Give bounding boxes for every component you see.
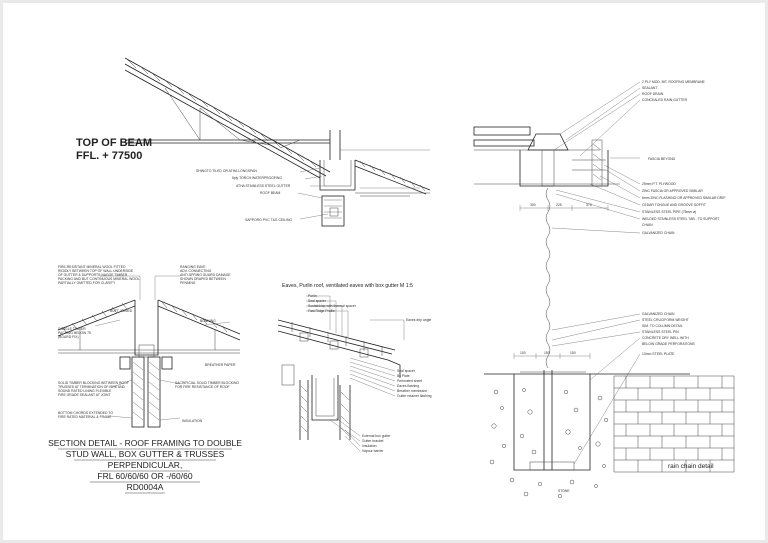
section-title-code: RD0004A — [127, 482, 164, 492]
eaves-label: Gutter bracket — [362, 439, 384, 443]
top-of-beam-line2: FFL. + 77500 — [76, 150, 142, 162]
section-note: FIRE-RESISTANT MINERAL WOOL FITTED — [58, 265, 126, 269]
section-note: SOUND RATED LINING FLEXIBLE — [58, 389, 112, 393]
rain-chain-label: BELOW GRADE PERFORATIONS — [642, 342, 695, 346]
section-note: PARTIALLY OMITTED FOR CLARITY — [58, 281, 116, 285]
rain-chain-labels: 2 PLY MOD. BIT. ROOFING MEMBRANE SEALANT… — [520, 80, 726, 493]
eaves-label: Gutter retainer flashing — [397, 394, 432, 398]
rain-chain-label: 2 PLY MOD. BIT. ROOFING MEMBRANE — [642, 80, 706, 84]
section-note: BOTTOM CHORDS EXTENDED TO — [58, 411, 113, 415]
section-note: RANGING EAVE — [180, 265, 206, 269]
section-note: ADV. CONNECTING — [180, 269, 212, 273]
section-note: OF GUTTER & SUPPORTS NAGGE TIMBER — [58, 273, 128, 277]
eaves-title: Eaves, Purlin roof, ventilated eaves wit… — [282, 283, 413, 289]
roof-labels: SHINGTO TILED OR ATHA LONGSPAN 5ply TORC… — [196, 169, 292, 222]
rain-chain-dim: 300 — [530, 203, 536, 207]
eaves-label: Eaves drip angle — [406, 318, 431, 322]
eaves-labels: Purlin Seal spacer Sustainklap with ther… — [308, 294, 432, 453]
rain-chain-dim: 375 — [586, 203, 592, 207]
section-note: BONNING — [200, 319, 216, 323]
rain-chain-label: ROOF DRAIN — [642, 92, 664, 96]
section-note: DANGLE TIMBER — [58, 327, 86, 331]
eaves-label: Sustainklap with thermal spacer — [308, 304, 357, 308]
drawing-sheet: TOP OF BEAM FFL. + 77500 SHINGTO TILED O… — [3, 3, 765, 540]
eaves-label: Eaves flashing — [397, 384, 419, 388]
rain-chain-dim: 150 — [570, 351, 576, 355]
eaves-label: Seal spacer — [308, 299, 327, 303]
section-note: SOLID TIMBER BLOCKING BETWEEN ROOF — [58, 381, 129, 385]
roof-label: SAPPORO PVC T&G CEILING — [245, 218, 292, 222]
section-note: INSULATION — [182, 419, 203, 423]
rain-chain-dim: 150 — [544, 351, 550, 355]
section-note: SACRIFICIAL SOLID TIMBER BLOCKING — [175, 381, 239, 385]
rain-chain-label: CHAIN — [642, 223, 653, 227]
section-note: FIRE GRADE SEALANT AT JOINT — [58, 393, 111, 397]
section-note: PACKING AND BUT CONTINUOUS MINERAL WOOL — [58, 277, 140, 281]
rain-chain-dim: 225 — [556, 203, 562, 207]
eaves-label: Fast Ridge Profile — [308, 309, 335, 313]
eaves-label: Breather membrane — [397, 389, 427, 393]
rain-chain-label: ZINC FASCIA OR APPROVED SIMILAR — [642, 189, 703, 193]
rain-chain-label: CONCEALED RAIN GUTTER — [642, 98, 688, 102]
section-note: BREATHER PAPER — [205, 363, 236, 367]
rain-chain-label: GALVANIZED CHAIN — [642, 231, 675, 235]
section-note: ANTI-SPRING GUARD DAMAGE — [180, 273, 231, 277]
rain-chain-label: CONCRETE DRY WELL WITH — [642, 336, 689, 340]
rain-chain-label: WELDED STAINLESS STEEL TAB - TO SUPPORT — [642, 217, 720, 221]
section-note: SHOWN DRAPED BETWEEN — [180, 277, 226, 281]
section-note: FIRE RATED MATERIAL & FRAME — [58, 415, 112, 419]
section-note: TRUSSES AT TERMINATION OF FIRE AND — [58, 385, 126, 389]
rain-chain-caption: rain chain detail — [668, 463, 714, 470]
eaves-label: Vapour barrier — [362, 449, 384, 453]
section-lower-notes: SOLID TIMBER BLOCKING BETWEEN ROOF TRUSS… — [58, 381, 203, 423]
rain-chain-label: STONE — [558, 489, 570, 493]
rain-chain-label: 6mm ZINC FLASHING OR APPROVED SIMILAR DR… — [642, 196, 726, 200]
rain-chain-label: STEEL CRUCIFORM WEIGHT — [642, 318, 689, 322]
eaves-label: Seal spacer — [397, 369, 416, 373]
section-note: FOR FIRE RESISTANCE OF ROOF — [175, 385, 230, 389]
rain-chain-label: GALVANIZED CHAIN — [642, 312, 675, 316]
section-notes-left: FIRE-RESISTANT MINERAL WOOL FITTED RIGID… — [58, 265, 140, 339]
rain-chain-label: STAINLESS STEEL PIN — [642, 330, 679, 334]
roof-label: ROOF BEAM — [260, 191, 281, 195]
roof-section-detail — [124, 57, 431, 227]
eaves-label: Perforated sheet — [397, 379, 422, 383]
roof-label: ATHA STAINLESS STEEL GUTTER — [236, 184, 291, 188]
rain-chain-label: 25mm P.T. PLYWOOD — [642, 182, 676, 186]
section-note: BUTT JOINED — [110, 309, 133, 313]
top-of-beam-line1: TOP OF BEAM — [76, 137, 152, 149]
eaves-detail-drawing — [277, 295, 405, 452]
section-note: (BOARD FIX) — [58, 335, 79, 339]
section-note: PENNING — [180, 281, 196, 285]
top-of-beam-label: TOP OF BEAM FFL. + 77500 — [76, 137, 152, 162]
eaves-label: Insulation — [362, 444, 377, 448]
roof-label: SHINGTO TILED OR ATHA LONGSPAN — [196, 169, 257, 173]
rain-chain-label: CEDAR TONGUE AND GROOVE SOFFIT — [642, 203, 706, 207]
rain-chain-label: SEALANT — [642, 86, 657, 90]
rain-chain-drawing — [473, 81, 735, 499]
section-note: PACKING BELOW 75 — [58, 331, 91, 335]
rain-chain-label: STAINLESS STEEL PIPE (75mm ø) — [642, 210, 696, 214]
rain-chain-label: 13mm STEEL PLATE — [642, 352, 675, 356]
section-title-line3: PERPENDICULAR, — [108, 460, 183, 470]
drawing-canvas: TOP OF BEAM FFL. + 77500 SHINGTO TILED O… — [48, 57, 735, 499]
rain-chain-dim: 100 — [520, 351, 526, 355]
eaves-label: Purlin — [308, 294, 317, 298]
section-title-line1: SECTION DETAIL - ROOF FRAMING TO DOUBLE — [48, 438, 242, 448]
section-detail-drawing — [57, 275, 241, 428]
eaves-label: Bx Plate — [397, 374, 410, 378]
rain-chain-label: FASCIA BEYOND — [648, 157, 676, 161]
section-note: RIGIDLY BETWEEN TOP OF WALL UNDERSIDE — [58, 269, 134, 273]
rain-chain — [545, 187, 551, 369]
roof-label: 5ply TORCH WATERPROOFING — [232, 176, 282, 180]
rain-chain-label: SIM. TO COLUMN DETAIL — [642, 324, 683, 328]
section-notes-right: RANGING EAVE ADV. CONNECTING ANTI-SPRING… — [175, 265, 239, 389]
section-title-block: SECTION DETAIL - ROOF FRAMING TO DOUBLE … — [48, 438, 242, 494]
section-title-line2: STUD WALL, BOX GUTTER & TRUSSES — [66, 449, 225, 459]
section-title-line4: FRL 60/60/60 OR -/60/60 — [97, 471, 192, 481]
eaves-label: External box gutter — [362, 434, 391, 438]
